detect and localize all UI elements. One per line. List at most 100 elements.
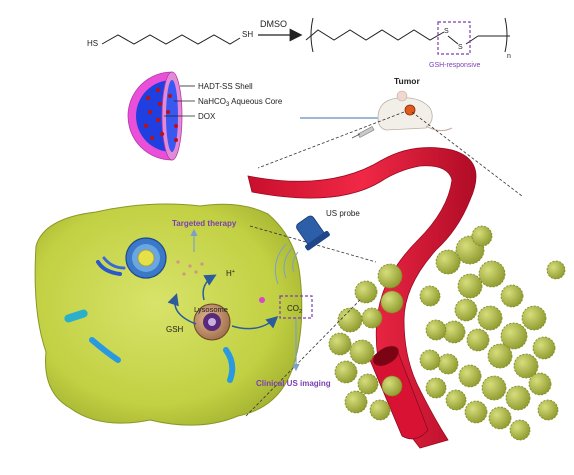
- released-vesicle: [259, 297, 265, 303]
- reaction-scheme: HS SH DMSO S S n GSH-responsive: [87, 17, 511, 69]
- tumor-nodule: [500, 322, 528, 350]
- cell-zoom-bottom: [245, 299, 361, 417]
- lysosome-center: [208, 318, 216, 326]
- mouse-ear: [396, 90, 408, 102]
- zoom-line-left: [257, 111, 405, 169]
- organelle-blue-2: [223, 347, 236, 383]
- targeted-therapy-label: Targeted therapy: [172, 219, 237, 228]
- tumor-nodule: [328, 332, 352, 356]
- vessel-lumen: [373, 346, 399, 366]
- tumor-label: Tumor: [394, 76, 421, 86]
- mouse-body: [377, 97, 433, 131]
- syringe-icon: [351, 126, 375, 139]
- disulfide-bond: [447, 35, 459, 45]
- tumor-nodule: [532, 336, 556, 360]
- tumor-nodule: [505, 385, 531, 411]
- us-probe-label: US probe: [326, 209, 360, 218]
- repeat-subscript: n: [507, 53, 511, 60]
- co2-dashed-box: [279, 295, 313, 319]
- tumor-nodule: [509, 419, 531, 441]
- mouse-tail: [425, 125, 453, 132]
- tumor-nodule: [419, 349, 441, 371]
- tumor-nodule: [437, 353, 459, 375]
- sulfur-2: S: [458, 44, 463, 51]
- tumor-cell: Targeted therapy H+ GSH Lysosome CO2 Cli…: [34, 203, 377, 426]
- organelle-blue-1: [89, 337, 121, 363]
- nucleolus: [137, 249, 155, 267]
- mitochondrion-1: [64, 309, 88, 323]
- vessel-tube: [247, 147, 477, 449]
- gsh-responsive-label: GSH-responsive: [429, 62, 480, 69]
- tumor-nodule: [466, 328, 490, 352]
- gsh-dashed-box: [437, 21, 471, 55]
- polymer-chain: [305, 29, 445, 41]
- golgi-1: [96, 260, 122, 276]
- reagent-left-label: HS: [87, 39, 98, 48]
- tumor-nodule: [354, 280, 378, 304]
- tumor-nodule: [337, 307, 363, 333]
- tumor-nodule: [537, 399, 559, 421]
- tumor-nodule: [488, 406, 512, 430]
- blood-vessel: [247, 147, 477, 449]
- golgi-2: [102, 256, 126, 270]
- tumor-nodule: [464, 400, 488, 424]
- tumor-nodule: [546, 260, 566, 280]
- tumor-nodule: [500, 284, 524, 308]
- clinical-imaging-label: Clinical US imaging: [256, 379, 331, 388]
- tumor-nodule: [442, 320, 466, 344]
- us-probe: US probe: [274, 209, 360, 285]
- shell-label: HADT-SS Shell: [198, 82, 253, 91]
- tumor-nodule: [478, 260, 506, 288]
- tumor-nodule: [487, 343, 513, 369]
- h-plus-arrow: [202, 274, 217, 301]
- tumor-nodule: [457, 273, 483, 299]
- us-probe-icon: [296, 215, 330, 251]
- tumor-nodule: [528, 372, 552, 396]
- tumor-nodule: [349, 339, 375, 365]
- vesicles: [176, 260, 204, 276]
- tumor-nodule: [357, 373, 379, 395]
- tumor-nodule: [477, 305, 503, 331]
- tumor-nodule: [361, 307, 383, 329]
- zoom-line-right: [411, 111, 523, 197]
- nanoparticle: HADT-SS Shell NaHCO3 Aqueous Core DOX: [127, 71, 283, 161]
- solvent-label: DMSO: [260, 19, 287, 29]
- mouse-illustration: Tumor: [257, 76, 523, 197]
- us-wave-3: [274, 243, 287, 285]
- lysosome-label: Lysosome: [194, 305, 228, 314]
- tumor-nodule: [381, 375, 403, 397]
- tumor-nodule: [344, 390, 368, 414]
- h-plus-label: H+: [226, 269, 235, 278]
- sulfur-1: S: [444, 28, 449, 35]
- tumor-nodule: [521, 305, 547, 331]
- us-wave-2: [283, 247, 293, 279]
- tumor-nodule: [369, 399, 391, 421]
- tumor-nodule: [380, 290, 404, 314]
- dox-molecules: [143, 87, 178, 142]
- tumor-nodule: [458, 364, 482, 388]
- bracket-left: [310, 17, 314, 53]
- bracket-right: [504, 17, 508, 53]
- dox-label: DOX: [198, 112, 216, 121]
- gsh-label: GSH: [166, 325, 184, 334]
- tumor-nodule: [435, 249, 461, 275]
- tumor-nodule: [334, 360, 358, 384]
- tumor-nodule: [377, 263, 403, 289]
- gsh-arrow: [167, 293, 197, 325]
- tumor-nodule: [419, 285, 441, 307]
- tumor-nodule: [454, 298, 478, 322]
- tumor-nodule: [481, 375, 507, 401]
- tumor-nodule: [471, 225, 493, 247]
- tumor-nodule: [425, 377, 447, 399]
- tumor-nodule: [425, 319, 447, 341]
- co2-label: CO2: [287, 304, 302, 315]
- tumor-nodule: [445, 389, 467, 411]
- dithiol-chain: [101, 34, 241, 45]
- core-label: NaHCO3 Aqueous Core: [198, 97, 283, 108]
- us-wave-1: [292, 251, 299, 273]
- reagent-right-label: SH: [242, 30, 253, 39]
- tumor-cluster: [328, 225, 566, 441]
- disulfide-tail: [465, 35, 479, 45]
